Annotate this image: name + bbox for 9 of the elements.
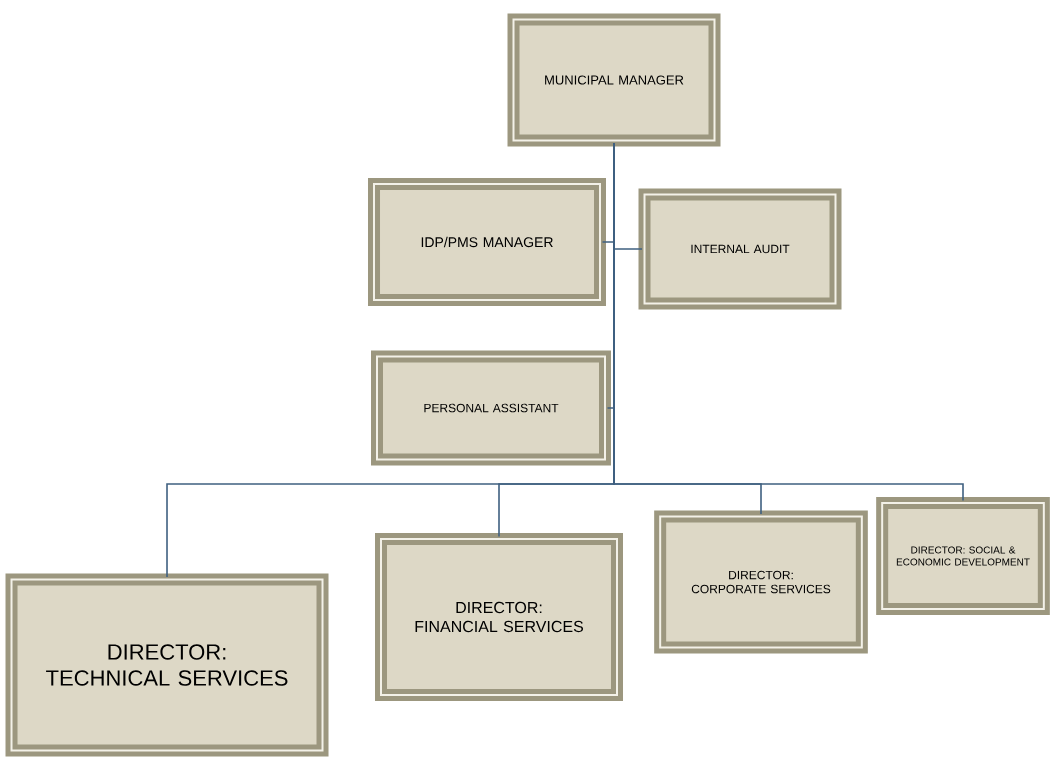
org-box: IDP/PMS MANAGER xyxy=(368,178,606,306)
org-box: MUNICIPAL MANAGER xyxy=(507,13,721,147)
org-box: DIRECTOR: TECHNICAL SERVICES xyxy=(5,573,329,757)
org-box: DIRECTOR: CORPORATE SERVICES xyxy=(654,510,868,654)
connector-line xyxy=(613,142,964,502)
org-box: INTERNAL AUDIT xyxy=(638,188,842,310)
org-box: DIRECTOR: FINANCIAL SERVICES xyxy=(375,533,623,701)
org-box: DIRECTOR: SOCIAL & ECONOMIC DEVELOPMENT xyxy=(876,497,1050,615)
org-box: PERSONAL ASSISTANT xyxy=(371,350,611,466)
